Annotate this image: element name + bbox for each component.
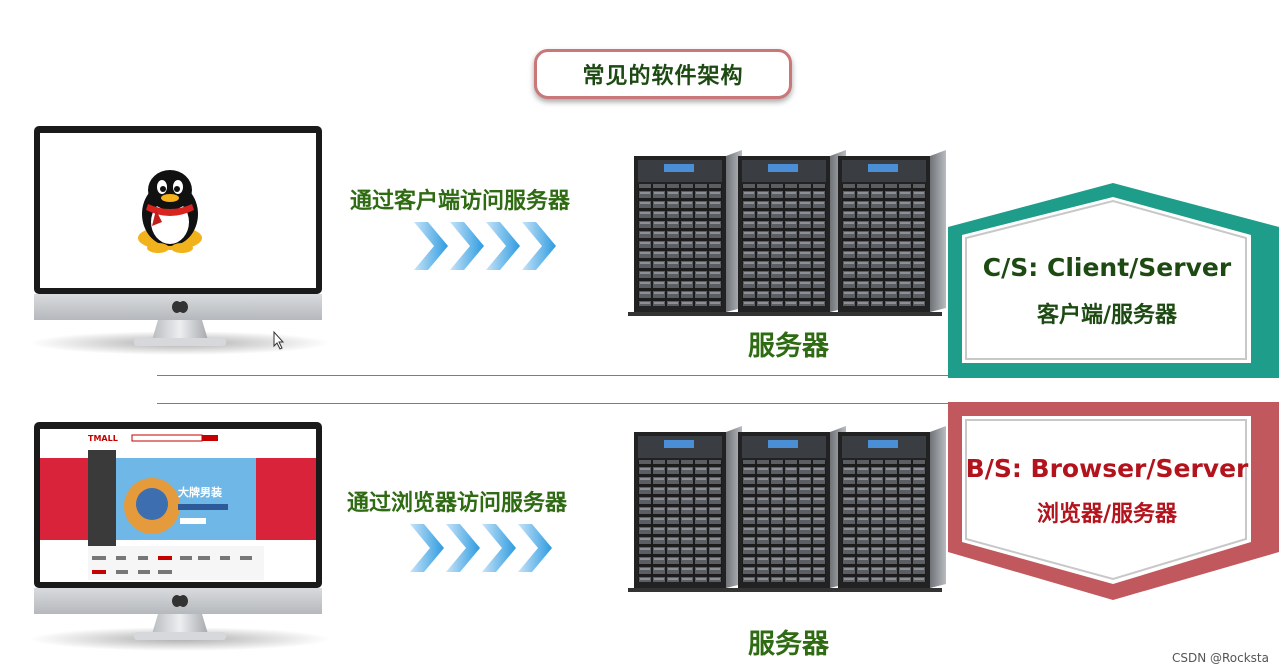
divider-top	[157, 375, 949, 376]
watermark: CSDN @Rocksta	[1171, 651, 1269, 665]
cs-monitor	[30, 126, 330, 355]
cs-chevron-arrows	[414, 222, 556, 270]
bs-server-label: 服务器	[748, 629, 829, 660]
cs-arrow-label: 通过客户端访问服务器	[350, 189, 571, 214]
cs-server-label: 服务器	[748, 331, 829, 362]
bs-badge-title: B/S: Browser/Server	[965, 454, 1249, 483]
tmall-logo: TMALL	[88, 434, 118, 443]
bs-badge-subtitle: 浏览器/服务器	[1036, 502, 1178, 527]
cs-badge-subtitle: 客户端/服务器	[1036, 303, 1178, 328]
title-pill: 常见的软件架构	[534, 49, 792, 99]
cs-badge: C/S: Client/Server 客户端/服务器	[948, 183, 1279, 378]
page-title: 常见的软件架构	[582, 64, 744, 89]
cs-server-racks	[628, 150, 946, 316]
bs-monitor: TMALL 大牌男装	[30, 422, 330, 651]
divider-bottom	[157, 403, 949, 404]
bs-arrow-label: 通过浏览器访问服务器	[347, 491, 568, 516]
cs-badge-title: C/S: Client/Server	[982, 253, 1232, 282]
banner-text: 大牌男装	[178, 485, 222, 499]
bs-server-racks	[628, 426, 946, 592]
bs-badge: B/S: Browser/Server 浏览器/服务器	[948, 402, 1279, 600]
bs-chevron-arrows	[410, 524, 552, 572]
